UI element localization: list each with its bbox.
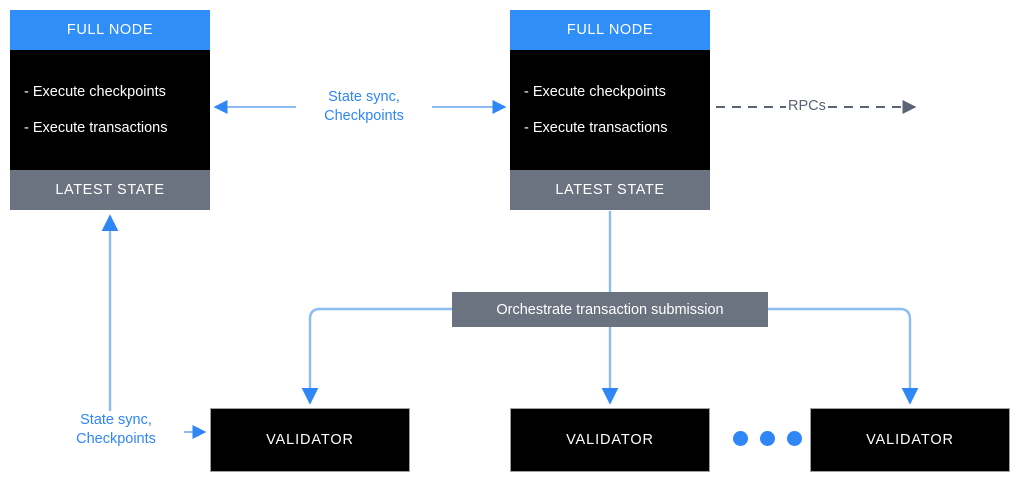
edge-orchestrate-to-validator-right xyxy=(768,307,919,405)
full-node-card: FULL NODE - Execute checkpoints - Execut… xyxy=(10,10,210,210)
full-node-body: - Execute checkpoints - Execute transact… xyxy=(10,50,210,170)
orchestrate-transaction-submission-box: Orchestrate transaction submission xyxy=(452,292,768,327)
ellipsis-dot xyxy=(760,431,775,446)
validator-box: VALIDATOR xyxy=(210,408,410,472)
full-node-card: FULL NODE - Execute checkpoints - Execut… xyxy=(510,10,710,210)
edge-label-rpcs: RPCs xyxy=(786,98,828,114)
ellipsis-dot xyxy=(787,431,802,446)
full-node-header: FULL NODE xyxy=(10,10,210,50)
edge-orchestrate-to-validator-left xyxy=(301,307,452,405)
full-node-body: - Execute checkpoints - Execute transact… xyxy=(510,50,710,170)
full-node-bullet: - Execute checkpoints xyxy=(24,84,166,100)
latest-state-footer: LATEST STATE xyxy=(10,170,210,210)
full-node-bullet: - Execute transactions xyxy=(524,120,668,136)
full-node-bullet: - Execute checkpoints xyxy=(524,84,666,100)
edge-label-state-sync-to-validator: State sync, Checkpoints xyxy=(48,411,184,449)
validator-box: VALIDATOR xyxy=(810,408,1010,472)
latest-state-footer: LATEST STATE xyxy=(510,170,710,210)
full-node-bullet: - Execute transactions xyxy=(24,120,168,136)
edge-label-state-sync-between-nodes: State sync, Checkpoints xyxy=(296,88,432,126)
ellipsis-dot xyxy=(733,431,748,446)
validator-label: VALIDATOR xyxy=(266,432,354,448)
more-validators-ellipsis xyxy=(733,431,802,446)
full-node-header: FULL NODE xyxy=(510,10,710,50)
validator-label: VALIDATOR xyxy=(866,432,954,448)
validator-label: VALIDATOR xyxy=(566,432,654,448)
validator-box: VALIDATOR xyxy=(510,408,710,472)
orchestrate-label: Orchestrate transaction submission xyxy=(496,301,724,318)
